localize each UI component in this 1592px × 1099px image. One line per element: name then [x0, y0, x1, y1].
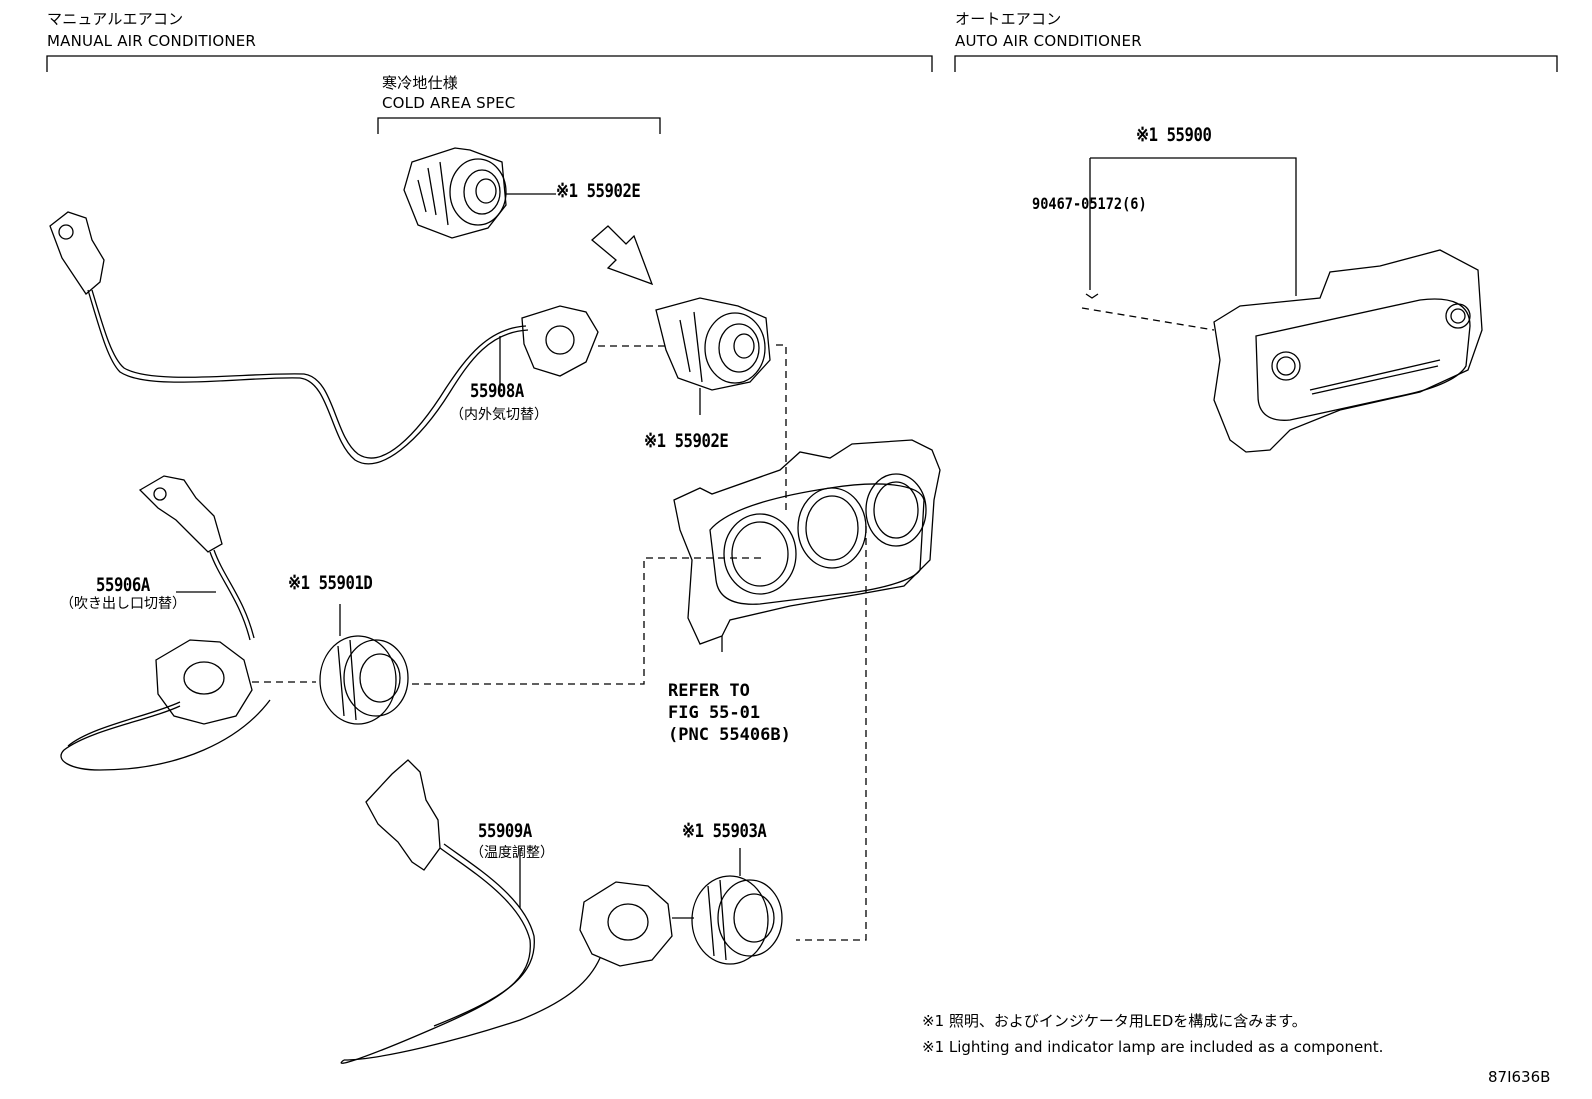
part-number-55908A[interactable]: 55908A — [470, 380, 524, 402]
part-number-55901D[interactable]: ※1 55901D — [288, 572, 373, 594]
part-number-55903A[interactable]: ※1 55903A — [682, 820, 767, 842]
part-55909A-cable-drawing — [340, 759, 673, 1064]
refer-note[interactable]: REFER TO FIG 55-01 (PNC 55406B) — [668, 680, 791, 746]
part-desc-55909A: （温度調整） — [470, 845, 554, 861]
part-number-55906A[interactable]: 55906A — [96, 574, 150, 596]
refer-line-3: (PNC 55406B) — [668, 725, 791, 745]
part-number-55900[interactable]: ※1 55900 — [1136, 124, 1212, 146]
part-55903A-knob-drawing — [672, 848, 783, 965]
manual-section-bracket — [46, 55, 933, 72]
part-number-55902E-mid[interactable]: ※1 55902E — [644, 430, 729, 452]
part-55406B-bezel-drawing — [673, 439, 941, 652]
part-55901D-knob-drawing — [319, 604, 409, 725]
auto-section-title-jp: オートエアコン — [955, 10, 1062, 28]
leader-dash-lines — [252, 307, 1215, 941]
part-55906A-cable-drawing — [60, 475, 271, 771]
auto-section-bracket — [954, 55, 1558, 72]
cold-area-title-en: COLD AREA SPEC — [382, 94, 516, 112]
figure-id: 87I636B — [1488, 1068, 1551, 1086]
refer-line-1: REFER TO — [668, 681, 750, 701]
part-number-55902E-top[interactable]: ※1 55902E — [556, 180, 641, 202]
part-desc-55908A: （内外気切替） — [450, 407, 548, 423]
part-55902E-cold-knob-drawing — [403, 147, 556, 239]
part-55900-auto-unit-drawing — [1085, 157, 1483, 453]
footnote-jp: ※1 照明、およびインジケータ用LEDを構成に含みます。 — [922, 1012, 1307, 1030]
footnote-en: ※1 Lighting and indicator lamp are inclu… — [922, 1038, 1384, 1056]
manual-section-title-en: MANUAL AIR CONDITIONER — [47, 32, 257, 50]
refer-line-2: FIG 55-01 — [668, 703, 761, 723]
manual-section-title-jp: マニュアルエアコン — [47, 10, 184, 28]
part-55908A-cable-drawing — [49, 211, 599, 465]
auto-section-title-en: AUTO AIR CONDITIONER — [955, 32, 1142, 50]
part-number-90467-05172[interactable]: 90467-05172(6) — [1032, 194, 1147, 213]
part-desc-55906A: （吹き出し口切替） — [60, 596, 186, 612]
part-number-55909A[interactable]: 55909A — [478, 820, 532, 842]
cold-area-bracket — [377, 117, 661, 134]
cold-area-title-jp: 寒冷地仕様 — [382, 74, 459, 92]
part-55902E-knob-drawing — [655, 297, 771, 415]
arrow-icon — [590, 225, 654, 286]
